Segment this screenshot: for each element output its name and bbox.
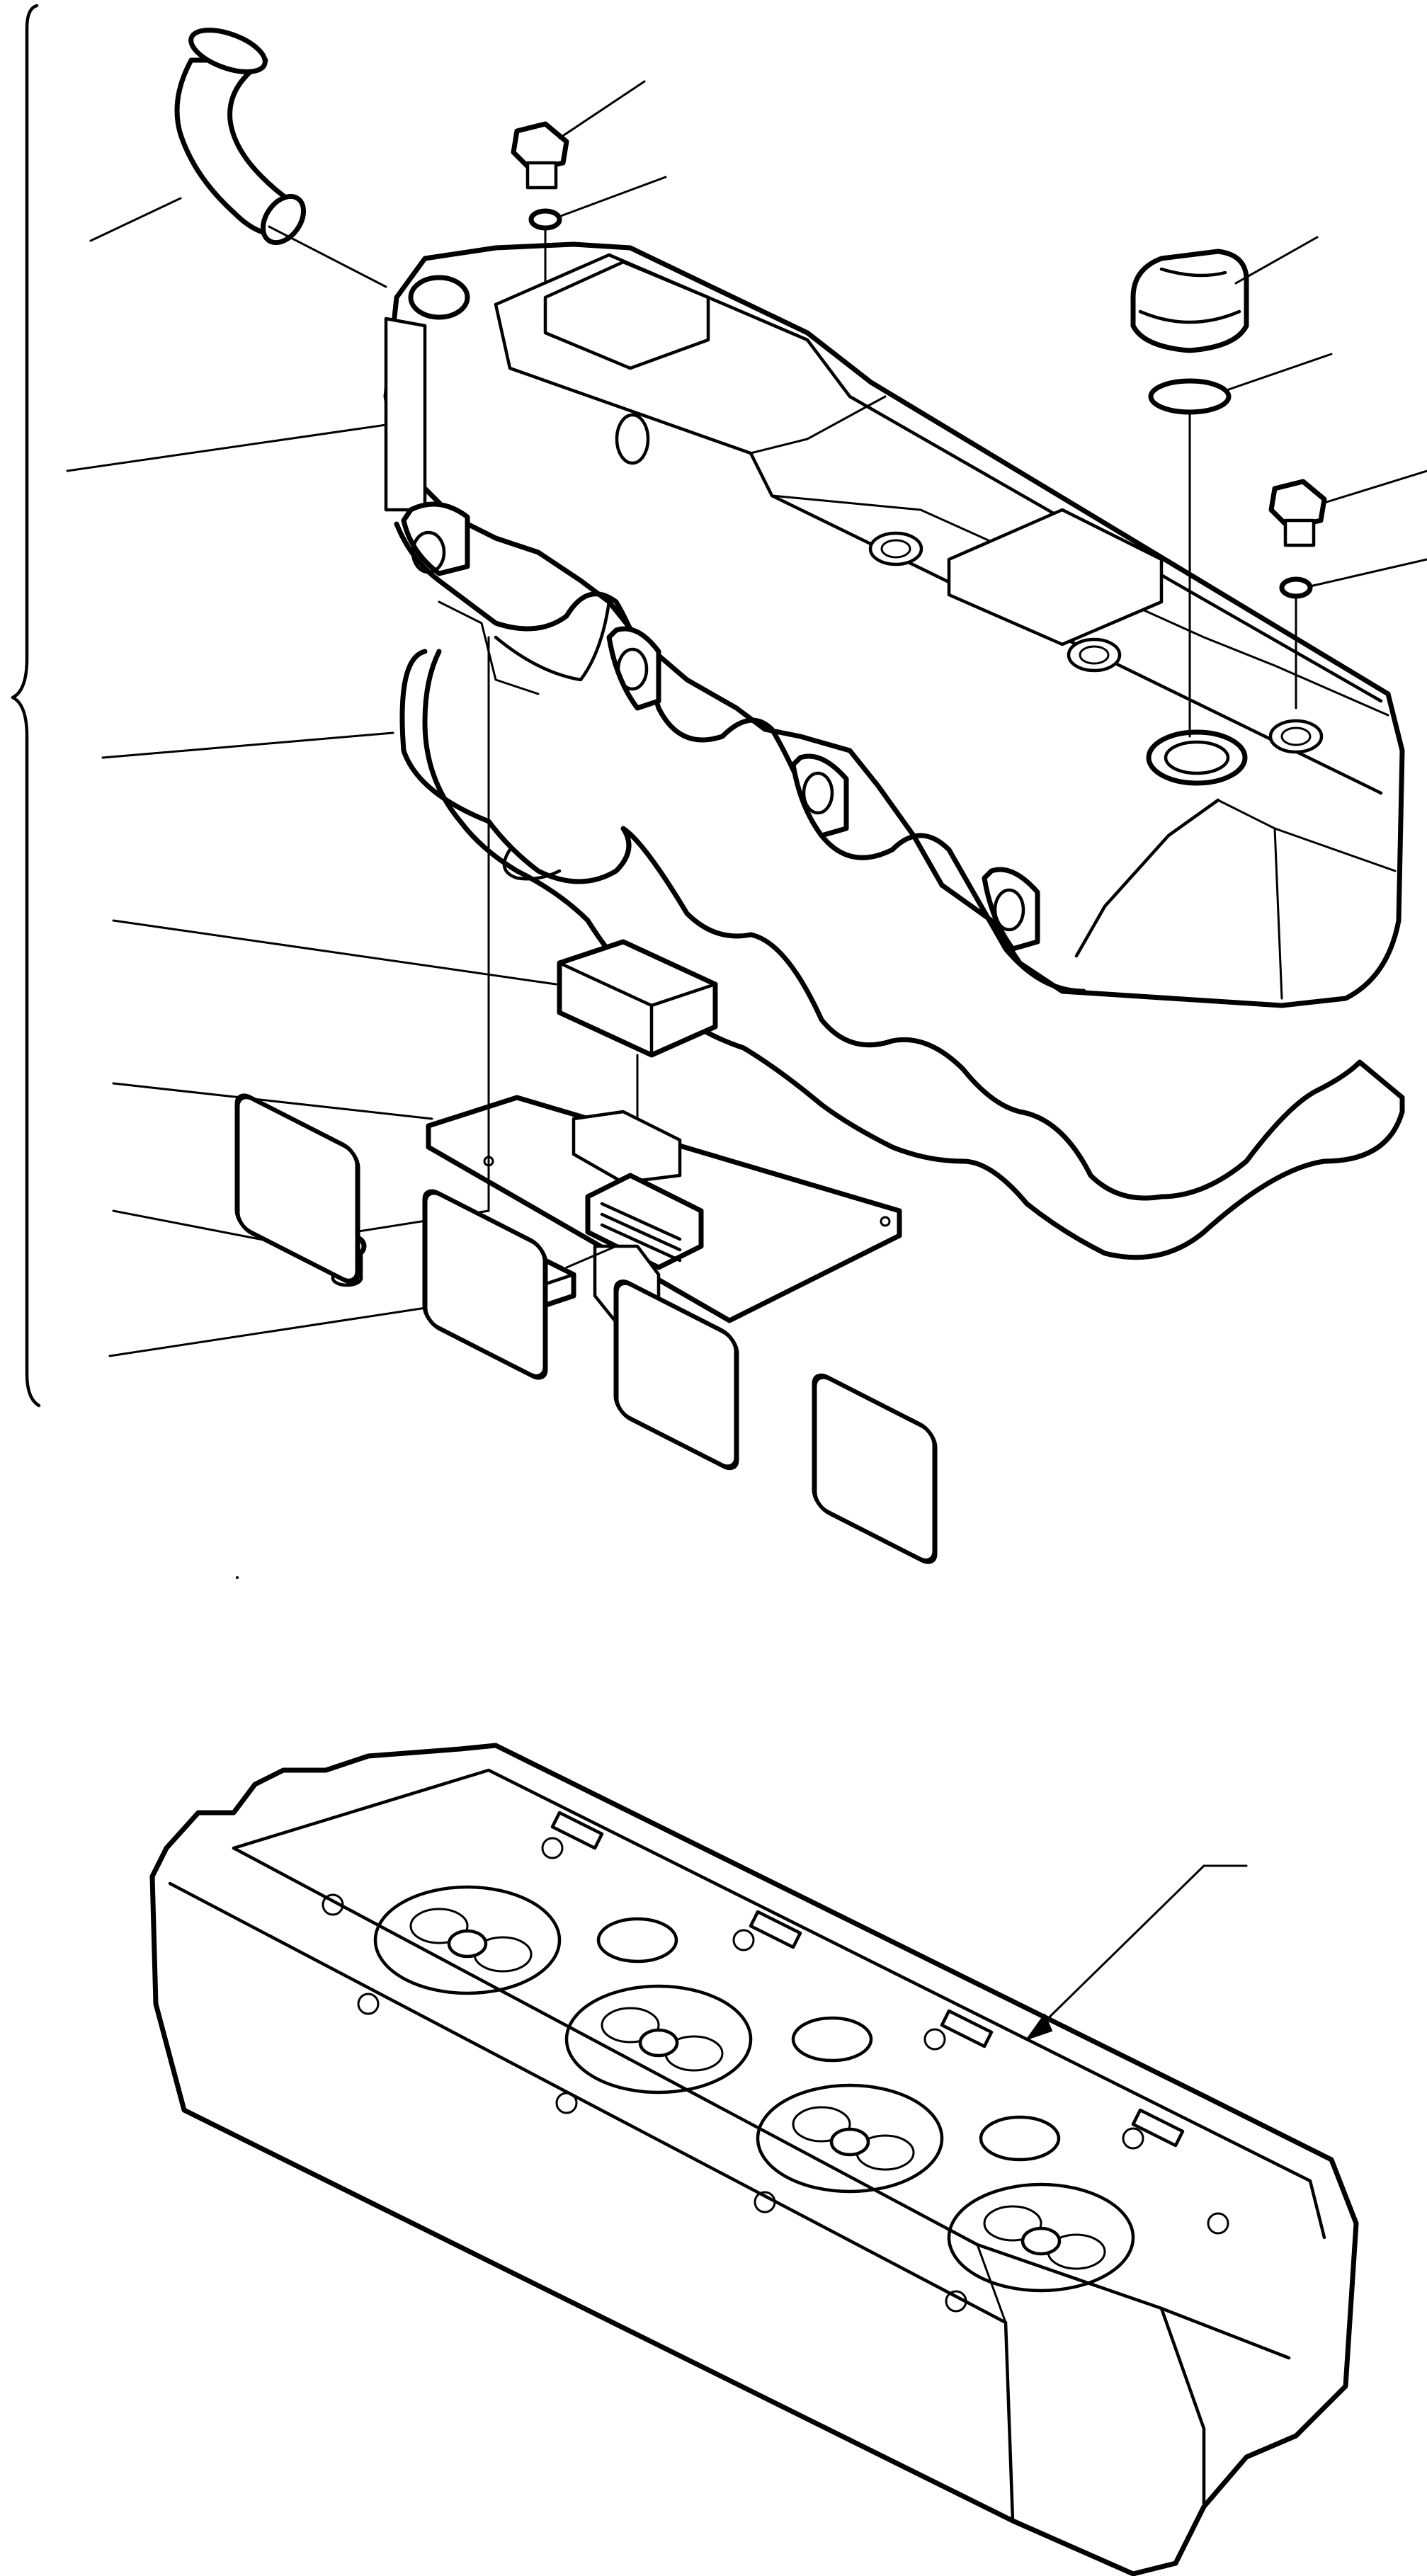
combustion-chamber-4 <box>947 2182 1135 2293</box>
washer-right <box>1279 576 1313 599</box>
callout-arrowhead <box>1025 2012 1053 2041</box>
cover-bolt-left <box>511 121 569 190</box>
control-board <box>426 1095 902 1333</box>
filler-cap-o-ring <box>1148 378 1232 415</box>
callout-leader-1 <box>89 197 182 242</box>
washer-left <box>528 208 562 231</box>
callout-leader-9 <box>558 80 646 139</box>
head-bolt-holes <box>322 1837 1229 2313</box>
cylinder-head <box>149 1093 1359 2576</box>
port-window-3 <box>613 1280 739 1471</box>
valve-cover <box>383 241 1405 1008</box>
stray-mark <box>236 1576 239 1579</box>
oil-filler-cap <box>1130 249 1249 353</box>
callout-leader-8 <box>108 1298 483 1357</box>
group-bracket <box>11 4 41 1408</box>
callout-leader-14 <box>1309 558 1427 588</box>
callout-leader-10 <box>559 176 667 217</box>
callout-leader-4 <box>101 731 394 759</box>
callout-leader-13 <box>1323 469 1427 504</box>
callout-leader-11 <box>1234 236 1319 285</box>
port-window-4 <box>812 1373 938 1564</box>
combustion-chamber-1 <box>373 1885 562 1995</box>
combustion-chamber-2 <box>564 1984 753 2095</box>
callout-leader-5 <box>112 919 557 986</box>
insulator-pad <box>557 939 718 1058</box>
cover-bolt-right <box>1268 479 1327 547</box>
callout-leader-3 <box>66 423 387 472</box>
callout-leader-12 <box>1227 353 1333 391</box>
breather-hose <box>174 28 307 246</box>
callout-leader-2 <box>268 225 387 288</box>
combustion-chamber-3 <box>756 2083 944 2194</box>
port-window-2 <box>422 1189 548 1380</box>
port-window-1 <box>234 1093 360 1284</box>
callout-leader-6 <box>112 1082 433 1120</box>
